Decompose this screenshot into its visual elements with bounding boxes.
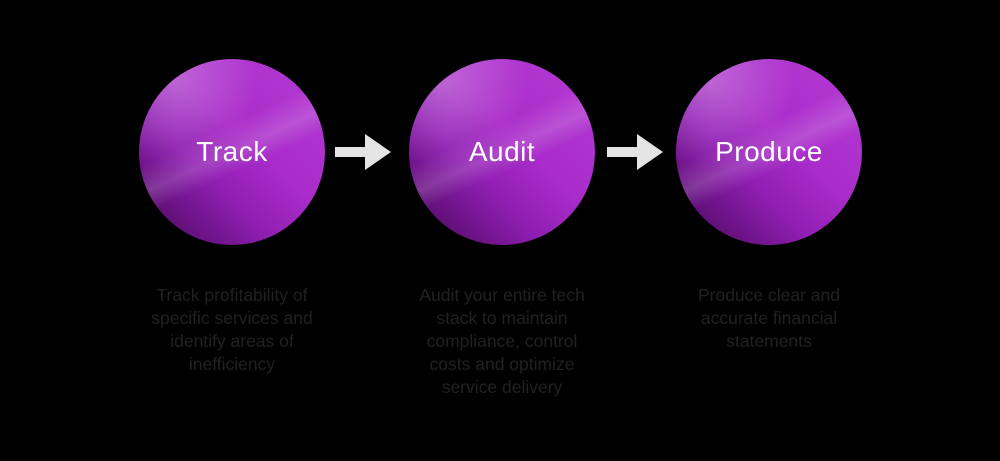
step-description-2: Audit your entire tech stack to maintain… [419,285,585,397]
step-circle-1: Track [139,59,325,245]
step-label-3: Produce [715,136,823,167]
step-label-2: Audit [468,136,536,167]
step-description-3: Produce clear and accurate financial sta… [697,285,841,351]
step-circle-2: Audit [409,59,595,245]
right-arrow-icon [335,134,391,170]
step-label-1: Track [196,136,268,167]
step-description-1: Track profitability of specific services… [151,285,313,374]
right-arrow-shape [335,134,391,170]
right-arrow-icon [607,134,663,170]
right-arrow-shape [607,134,663,170]
step-circle-3: Produce [676,59,862,245]
